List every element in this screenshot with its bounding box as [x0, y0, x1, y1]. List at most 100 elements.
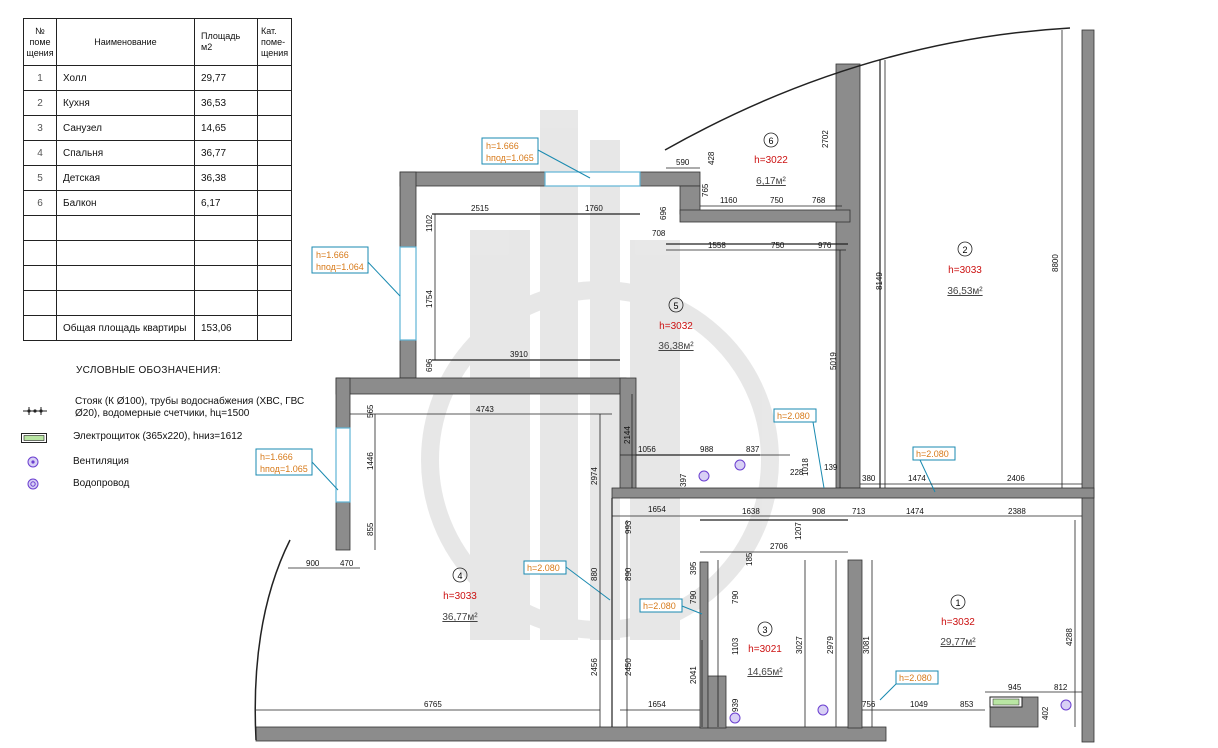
svg-text:hпод=1.064: hпод=1.064 — [316, 262, 364, 272]
riser-symbol-icon — [22, 404, 48, 416]
svg-text:3027: 3027 — [795, 636, 804, 654]
callout-door-bath: h=2.080 — [639, 598, 703, 615]
header-area: Площадь м2 — [194, 18, 258, 66]
table-row-empty — [23, 215, 293, 241]
svg-text:h=3021: h=3021 — [748, 644, 782, 655]
svg-text:939: 939 — [731, 698, 740, 712]
svg-text:565: 565 — [366, 404, 375, 418]
svg-text:750: 750 — [771, 241, 785, 250]
svg-text:228: 228 — [790, 468, 804, 477]
row-number: 5 — [23, 165, 57, 191]
svg-text:1207: 1207 — [794, 522, 803, 540]
legend-panel: Электрощиток (365х220), hниз=1612 — [73, 431, 243, 442]
svg-text:756: 756 — [862, 700, 876, 709]
svg-text:2702: 2702 — [821, 130, 830, 148]
svg-text:790: 790 — [689, 590, 698, 604]
svg-text:2388: 2388 — [1008, 507, 1026, 516]
row-category — [256, 115, 293, 141]
water-supply-icon — [27, 477, 39, 490]
svg-text:1160: 1160 — [720, 196, 738, 205]
callout-door-bedroom: h=2.080 — [523, 560, 611, 601]
svg-text:880: 880 — [590, 567, 599, 581]
header-number: № поме щения — [23, 18, 57, 66]
windows — [335, 171, 641, 503]
water-plan-icon — [698, 470, 829, 724]
row-area: 6,17 — [194, 190, 258, 216]
room-1-label: 1 h=3032 29,77м² — [940, 594, 976, 648]
svg-text:h=3033: h=3033 — [443, 591, 477, 602]
svg-text:1638: 1638 — [742, 507, 760, 516]
legend-vent: Вентиляция — [73, 456, 129, 467]
row-number: 4 — [23, 140, 57, 166]
callout-window-top: h=1.666 hпод=1.065 — [481, 137, 591, 179]
table-row-empty — [23, 265, 293, 291]
explication-table: № поме щения Наименование Площадь м2 Кат… — [23, 18, 293, 341]
svg-text:8149: 8149 — [875, 272, 884, 290]
svg-text:2450: 2450 — [624, 658, 633, 676]
svg-text:hпод=1.065: hпод=1.065 — [260, 464, 308, 474]
room-3-label: 3 h=3021 14,65м² — [747, 621, 783, 678]
dimension-labels: 590 428 765 1160 750 768 2702 8149 8800 … — [306, 130, 1074, 720]
window-nursery-left — [399, 246, 417, 341]
svg-text:2979: 2979 — [826, 636, 835, 654]
row-category — [256, 140, 293, 166]
svg-text:h=3032: h=3032 — [659, 321, 693, 332]
wall-bath-right — [847, 559, 863, 729]
svg-text:6: 6 — [768, 136, 773, 146]
legend-water: Водопровод — [73, 478, 130, 489]
row-name: Спальня — [56, 140, 195, 166]
svg-text:36,38м²: 36,38м² — [658, 341, 694, 352]
svg-text:402: 402 — [1041, 706, 1050, 720]
svg-text:1558: 1558 — [708, 241, 726, 250]
row-name: Холл — [56, 65, 195, 91]
callout-window-left: h=1.666 hпод=1.064 — [311, 246, 401, 297]
svg-text:837: 837 — [746, 445, 760, 454]
svg-text:708: 708 — [652, 229, 666, 238]
legend-riser: Стояк (К Ø100), трубы водоснабжения (ХВС… — [75, 396, 305, 419]
svg-text:1: 1 — [955, 598, 960, 608]
svg-text:696: 696 — [425, 358, 434, 372]
svg-text:2706: 2706 — [770, 542, 788, 551]
room-6-label: 6 h=3022 6,17м² — [754, 132, 788, 187]
wall-vent-shaft — [707, 675, 727, 729]
row-area: 36,77 — [194, 140, 258, 166]
svg-text:380: 380 — [862, 474, 876, 483]
svg-text:590: 590 — [676, 158, 690, 167]
svg-text:765: 765 — [701, 183, 710, 197]
wall-balcony-bottom — [679, 209, 851, 223]
svg-text:6,17м²: 6,17м² — [756, 176, 786, 187]
svg-text:1446: 1446 — [366, 452, 375, 470]
svg-text:812: 812 — [1054, 683, 1068, 692]
svg-text:139: 139 — [824, 463, 838, 472]
row-area: 36,53 — [194, 90, 258, 116]
svg-text:1049: 1049 — [910, 700, 928, 709]
electric-panel-plan-icon — [989, 696, 1023, 708]
bedroom-arc — [254, 539, 291, 741]
svg-text:36,53м²: 36,53м² — [947, 286, 983, 297]
svg-text:1474: 1474 — [908, 474, 926, 483]
svg-text:185: 185 — [745, 552, 754, 566]
room-4-label: 4 h=3033 36,77м² — [442, 567, 478, 623]
row-area: 14,65 — [194, 115, 258, 141]
svg-text:696: 696 — [659, 206, 668, 220]
svg-text:36,77м²: 36,77м² — [442, 612, 478, 623]
vent-plan-icon — [734, 459, 1072, 711]
row-number: 1 — [23, 65, 57, 91]
svg-text:2406: 2406 — [1007, 474, 1025, 483]
electric-panel-icon — [21, 430, 47, 443]
svg-text:14,65м²: 14,65м² — [747, 667, 783, 678]
svg-text:1103: 1103 — [731, 637, 740, 655]
svg-text:945: 945 — [1008, 683, 1022, 692]
svg-text:2456: 2456 — [590, 658, 599, 676]
svg-text:993: 993 — [624, 520, 633, 534]
svg-text:h=1.666: h=1.666 — [316, 250, 349, 260]
ventilation-icon — [27, 455, 39, 468]
callout-door-nursery: h=2.080 — [773, 408, 825, 489]
svg-text:h=1.666: h=1.666 — [486, 141, 519, 151]
legend-title: УСЛОВНЫЕ ОБОЗНАЧЕНИЯ: — [76, 365, 221, 376]
svg-text:h=2.080: h=2.080 — [777, 411, 810, 421]
